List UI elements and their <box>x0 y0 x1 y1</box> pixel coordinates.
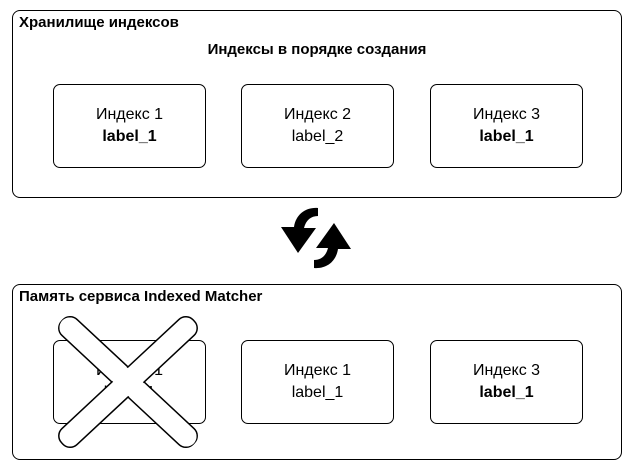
memory-title: Память сервиса Indexed Matcher <box>19 288 263 305</box>
memory-index-card-3: Индекс 3 label_1 <box>430 340 583 424</box>
memory-index-card-2: Индекс 1 label_1 <box>241 340 394 424</box>
sync-arrow-up-right <box>314 223 351 269</box>
sync-arrows-icon <box>281 207 351 269</box>
index-label: label_1 <box>479 384 534 401</box>
index-name: Индекс 3 <box>472 106 541 123</box>
index-label: label_1 <box>479 128 534 145</box>
index-label: label_1 <box>102 128 157 145</box>
index-name: Индекс 1 <box>283 362 352 379</box>
sync-arrow-down-left <box>281 207 318 253</box>
cross-icon <box>58 315 198 449</box>
index-name: Индекс 1 <box>95 106 164 123</box>
index-label: label_2 <box>291 128 344 145</box>
index-name: Индекс 2 <box>283 106 352 123</box>
storage-index-card-3: Индекс 3 label_1 <box>430 84 583 168</box>
storage-title: Хранилище индексов <box>19 14 179 31</box>
index-label: label_1 <box>291 384 344 401</box>
storage-subtitle: Индексы в порядке создания <box>207 41 427 58</box>
index-name: Индекс 3 <box>472 362 541 379</box>
storage-index-card-1: Индекс 1 label_1 <box>53 84 206 168</box>
storage-index-card-2: Индекс 2 label_2 <box>241 84 394 168</box>
